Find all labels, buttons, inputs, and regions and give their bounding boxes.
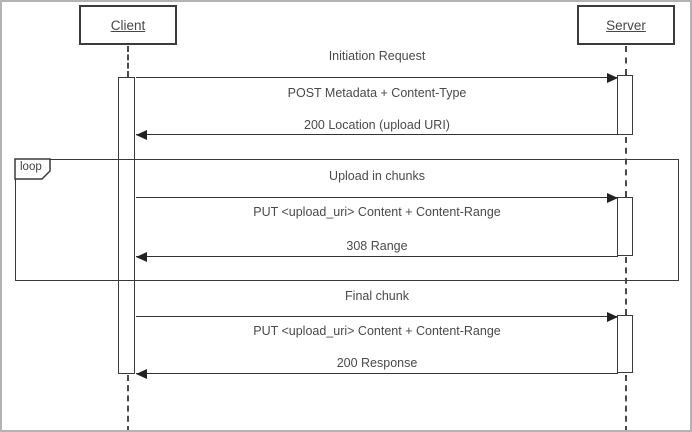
request-message-line [136,197,618,198]
server-lifeline-segment [625,46,627,75]
client-lifeline-segment [127,375,129,430]
request-arrowhead-icon [607,193,618,203]
response-arrowhead-icon [136,130,147,140]
actor-server-label: Server [606,17,646,33]
group-title: Final chunk [345,289,409,303]
request-message-line [136,316,618,317]
group-title: Initiation Request [328,49,426,63]
response-message-label: 308 Range [346,239,408,253]
server-activation-bar [617,197,633,256]
loop-operator-label: loop [20,161,42,173]
request-message-label: PUT <upload_uri> Content + Content-Range [253,205,501,219]
request-arrowhead-icon [607,73,618,83]
server-activation-bar [617,75,633,135]
loop-fragment-box [15,159,679,281]
response-message-label: 200 Response [336,356,418,370]
loop-operator-tab [14,158,51,180]
response-message-label: 200 Location (upload URI) [304,118,450,132]
response-arrowhead-icon [136,369,147,379]
response-message-line [136,256,618,257]
request-message-label: PUT <upload_uri> Content + Content-Range [253,324,501,338]
client-lifeline-segment [127,46,129,77]
server-lifeline-segment [625,375,627,430]
server-lifeline-segment [625,137,627,197]
server-activation-bar [617,315,633,373]
server-lifeline-segment [625,257,627,315]
request-arrowhead-icon [607,312,618,322]
response-message-line [136,373,618,374]
group-title: Upload in chunks [329,169,425,183]
request-message-line [136,77,618,78]
actor-server-box: Server [577,5,675,45]
response-message-line [136,134,618,135]
actor-client-label: Client [110,17,146,33]
client-activation-bar [118,77,135,374]
request-message-label: POST Metadata + Content-Type [287,86,467,100]
response-arrowhead-icon [136,252,147,262]
actor-client-box: Client [79,5,177,45]
